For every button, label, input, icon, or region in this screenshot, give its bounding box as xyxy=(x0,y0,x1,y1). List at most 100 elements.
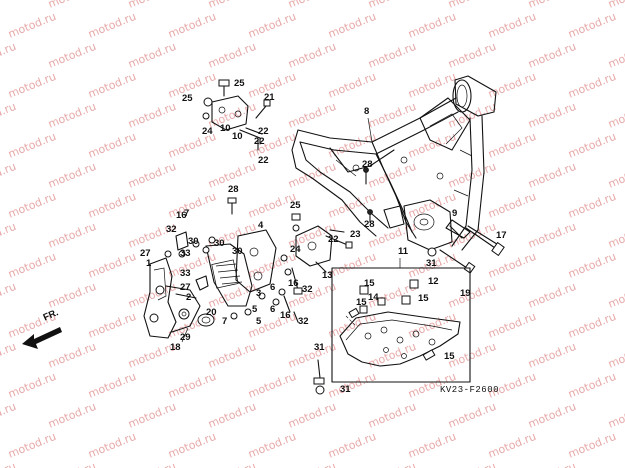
watermark-text: motod.ru xyxy=(246,430,298,461)
watermark-text: motod.ru xyxy=(246,10,298,41)
watermark-text: motod.ru xyxy=(446,400,498,431)
watermark-text: motod.ru xyxy=(126,100,178,131)
callout-c2: 2 xyxy=(186,292,191,303)
callout-c29: 29 xyxy=(180,332,191,343)
watermark-text: motod.ru xyxy=(206,340,258,371)
watermark-text: motod.ru xyxy=(526,100,578,131)
watermark-text: motod.ru xyxy=(366,400,418,431)
watermark-text: motod.ru xyxy=(486,310,538,341)
callout-c28b: 28 xyxy=(364,219,375,230)
watermark-text: motod.ru xyxy=(286,100,338,131)
callout-c6b: 6 xyxy=(270,304,275,315)
watermark-text: motod.ru xyxy=(566,10,618,41)
callout-c28a: 28 xyxy=(362,159,373,170)
watermark-text: motod.ru xyxy=(526,340,578,371)
callout-c1: 1 xyxy=(146,258,152,269)
callout-c31a: 31 xyxy=(426,258,437,269)
callout-c7b: 7 xyxy=(222,316,227,327)
watermark-text: motod.ru xyxy=(326,130,378,161)
watermark-text: motod.ru xyxy=(86,430,138,461)
watermark-text: motod.ru xyxy=(606,40,625,71)
callout-c23: 23 xyxy=(350,229,361,240)
watermark-text: motod.ru xyxy=(6,430,58,461)
callout-c25b: 25 xyxy=(182,93,193,104)
callout-c7a: 7 xyxy=(184,208,189,219)
callout-c15c: 15 xyxy=(418,293,429,304)
callout-c31c: 31 xyxy=(340,384,351,395)
watermark-text: motod.ru xyxy=(446,40,498,71)
callout-c6a: 6 xyxy=(270,282,275,293)
skid-plate-part-11 xyxy=(331,258,471,383)
watermark-text: motod.ru xyxy=(486,10,538,41)
watermark-text: motod.ru xyxy=(166,10,218,41)
watermark-text: motod.ru xyxy=(406,10,458,41)
watermark-text: motod.ru xyxy=(566,430,618,461)
watermark-text: motod.ru xyxy=(286,340,338,371)
watermark-text: motod.ru xyxy=(126,160,178,191)
watermark-text: motod.ru xyxy=(6,370,58,401)
watermark-text: motod.ru xyxy=(286,40,338,71)
watermark-text: motod.ru xyxy=(6,70,58,101)
watermark-text: motod.ru xyxy=(606,160,625,191)
watermark-text: motod.ru xyxy=(366,460,418,468)
watermark-text: motod.ru xyxy=(486,70,538,101)
watermark-text: motod.ru xyxy=(566,130,618,161)
callout-c33b: 33 xyxy=(180,268,191,279)
callout-c30a: 30 xyxy=(188,236,199,247)
watermark-text: motod.ru xyxy=(486,190,538,221)
watermark-text: motod.ru xyxy=(566,70,618,101)
watermark-text: motod.ru xyxy=(446,220,498,251)
watermark-text: motod.ru xyxy=(526,40,578,71)
watermark-text: motod.ru xyxy=(166,190,218,221)
watermark-text: motod.ru xyxy=(0,340,18,371)
watermark-text: motod.ru xyxy=(606,0,625,11)
watermark-text: motod.ru xyxy=(286,460,338,468)
callout-c25a: 25 xyxy=(234,78,245,89)
watermark-text: motod.ru xyxy=(446,280,498,311)
callout-c24a: 24 xyxy=(202,126,213,137)
watermark-text: motod.ru xyxy=(366,340,418,371)
callout-c32b: 32 xyxy=(302,284,313,295)
watermark-text: motod.ru xyxy=(126,40,178,71)
callout-c12: 12 xyxy=(428,276,439,287)
callout-c32c: 32 xyxy=(298,316,309,327)
watermark-text: motod.ru xyxy=(606,220,625,251)
watermark-text: motod.ru xyxy=(126,460,178,468)
callout-c28c: 28 xyxy=(228,184,239,195)
watermark-text: motod.ru xyxy=(0,220,18,251)
callout-c3: 3 xyxy=(256,288,261,299)
watermark-text: motod.ru xyxy=(286,0,338,11)
watermark-text: motod.ru xyxy=(326,250,378,281)
watermark-text: motod.ru xyxy=(46,100,98,131)
watermark-text: motod.ru xyxy=(0,160,18,191)
watermark-text: motod.ru xyxy=(286,400,338,431)
callout-c22a: 22 xyxy=(258,126,269,137)
callout-c10b: 10 xyxy=(232,131,243,142)
callout-c16b: 16 xyxy=(288,278,299,289)
watermark-text: motod.ru xyxy=(286,160,338,191)
watermark-text: motod.ru xyxy=(406,430,458,461)
watermark-text: motod.ru xyxy=(0,400,18,431)
watermark-text: motod.ru xyxy=(166,430,218,461)
watermark-text: motod.ru xyxy=(0,0,18,11)
watermark-text: motod.ru xyxy=(6,10,58,41)
watermark-text: motod.ru xyxy=(326,10,378,41)
watermark-text: motod.ru xyxy=(46,400,98,431)
watermark-text: motod.ru xyxy=(46,40,98,71)
watermark-text: motod.ru xyxy=(606,460,625,468)
callout-c22c: 22 xyxy=(258,155,269,166)
engine-hanger-brackets xyxy=(202,79,271,151)
watermark-text: motod.ru xyxy=(606,280,625,311)
watermark-text: motod.ru xyxy=(126,400,178,431)
callout-c30b: 30 xyxy=(214,238,225,249)
watermark-text: motod.ru xyxy=(0,100,18,131)
callout-c14: 14 xyxy=(368,292,379,303)
step-bracket-assembly xyxy=(143,231,216,343)
watermark-text: motod.ru xyxy=(446,0,498,11)
watermark-text: motod.ru xyxy=(46,280,98,311)
watermark-text: motod.ru xyxy=(606,400,625,431)
watermark-text: motod.ru xyxy=(166,370,218,401)
watermark-text: motod.ru xyxy=(0,280,18,311)
